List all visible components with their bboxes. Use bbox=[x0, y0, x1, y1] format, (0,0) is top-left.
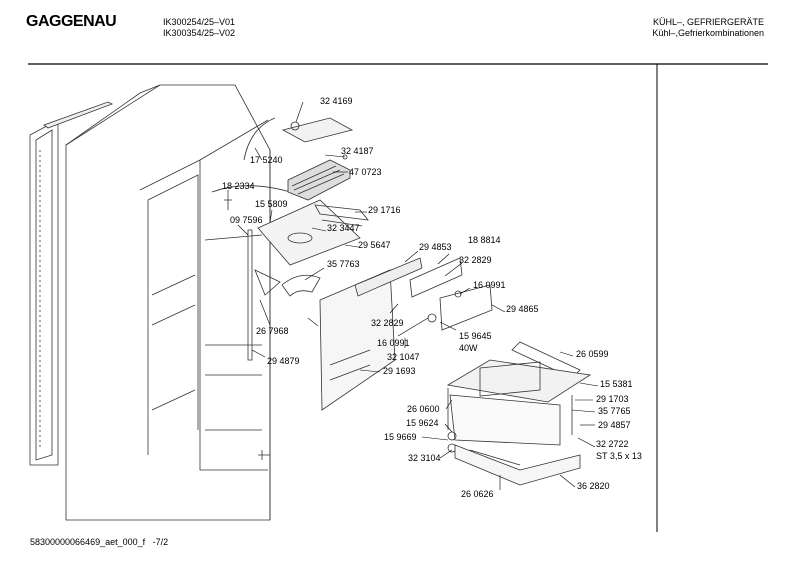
part-label: 32 4187 bbox=[341, 146, 374, 156]
model-number-1: IK300254/25–V01 bbox=[163, 17, 236, 27]
brand-logo: GAGGENAU bbox=[26, 13, 117, 30]
category-subtitle: Kühl–,Gefrierkombinationen bbox=[652, 28, 764, 38]
part-label: 15 5809 bbox=[255, 199, 288, 209]
footer-doc-id: 58300000066469_aet_000_f -7/2 bbox=[30, 537, 168, 547]
part-label: 29 4879 bbox=[267, 356, 300, 366]
part-label: 32 2722 bbox=[596, 439, 629, 449]
part-label: ST 3,5 x 13 bbox=[596, 451, 642, 461]
parts-illustrations bbox=[211, 117, 592, 486]
part-label: 47 0723 bbox=[349, 167, 382, 177]
part-label: 18 2334 bbox=[222, 181, 255, 191]
part-label: 36 2820 bbox=[577, 481, 610, 491]
part-label: 29 4853 bbox=[419, 242, 452, 252]
part-label: 32 2829 bbox=[459, 255, 492, 265]
part-label: 32 4169 bbox=[320, 96, 353, 106]
document-id: 58300000066469_aet_000_f bbox=[30, 537, 146, 547]
part-label: 35 7763 bbox=[327, 259, 360, 269]
part-label: 32 3104 bbox=[408, 453, 441, 463]
refrigerator-cabinet bbox=[29, 84, 271, 521]
part-label: 29 5647 bbox=[358, 240, 391, 250]
part-label: 15 9645 bbox=[459, 331, 492, 341]
part-label: 26 0626 bbox=[461, 489, 494, 499]
category-title: KÜHL–, GEFRIERGERÄTE bbox=[652, 17, 764, 27]
part-label: 18 8814 bbox=[468, 235, 501, 245]
part-label: 32 1047 bbox=[387, 352, 420, 362]
part-label: 32 2829 bbox=[371, 318, 404, 328]
part-label: 26 0600 bbox=[407, 404, 440, 414]
part-label: 16 0991 bbox=[377, 338, 410, 348]
part-label: 15 9669 bbox=[384, 432, 417, 442]
part-label: 26 0599 bbox=[576, 349, 609, 359]
part-label: 15 5381 bbox=[600, 379, 633, 389]
part-label: 40W bbox=[459, 343, 478, 353]
part-labels: 32 4169 32 4187 17 5240 47 0723 18 2334 … bbox=[222, 96, 642, 499]
part-label: 29 1693 bbox=[383, 366, 416, 376]
part-label: 29 1716 bbox=[368, 205, 401, 215]
part-label: 29 4857 bbox=[598, 420, 631, 430]
part-label: 32 3447 bbox=[327, 223, 360, 233]
part-label: 09 7596 bbox=[230, 215, 263, 225]
part-label: 35 7765 bbox=[598, 406, 631, 416]
leader-lines bbox=[227, 101, 599, 490]
part-label: 15 9624 bbox=[406, 418, 439, 428]
part-label: 29 1703 bbox=[596, 394, 629, 404]
part-label: 17 5240 bbox=[250, 155, 283, 165]
part-label: 26 7968 bbox=[256, 326, 289, 336]
page-number: -7/2 bbox=[152, 537, 169, 547]
part-label: 29 4865 bbox=[506, 304, 539, 314]
model-number-2: IK300354/25–V02 bbox=[163, 28, 236, 38]
part-label: 16 0991 bbox=[473, 280, 506, 290]
